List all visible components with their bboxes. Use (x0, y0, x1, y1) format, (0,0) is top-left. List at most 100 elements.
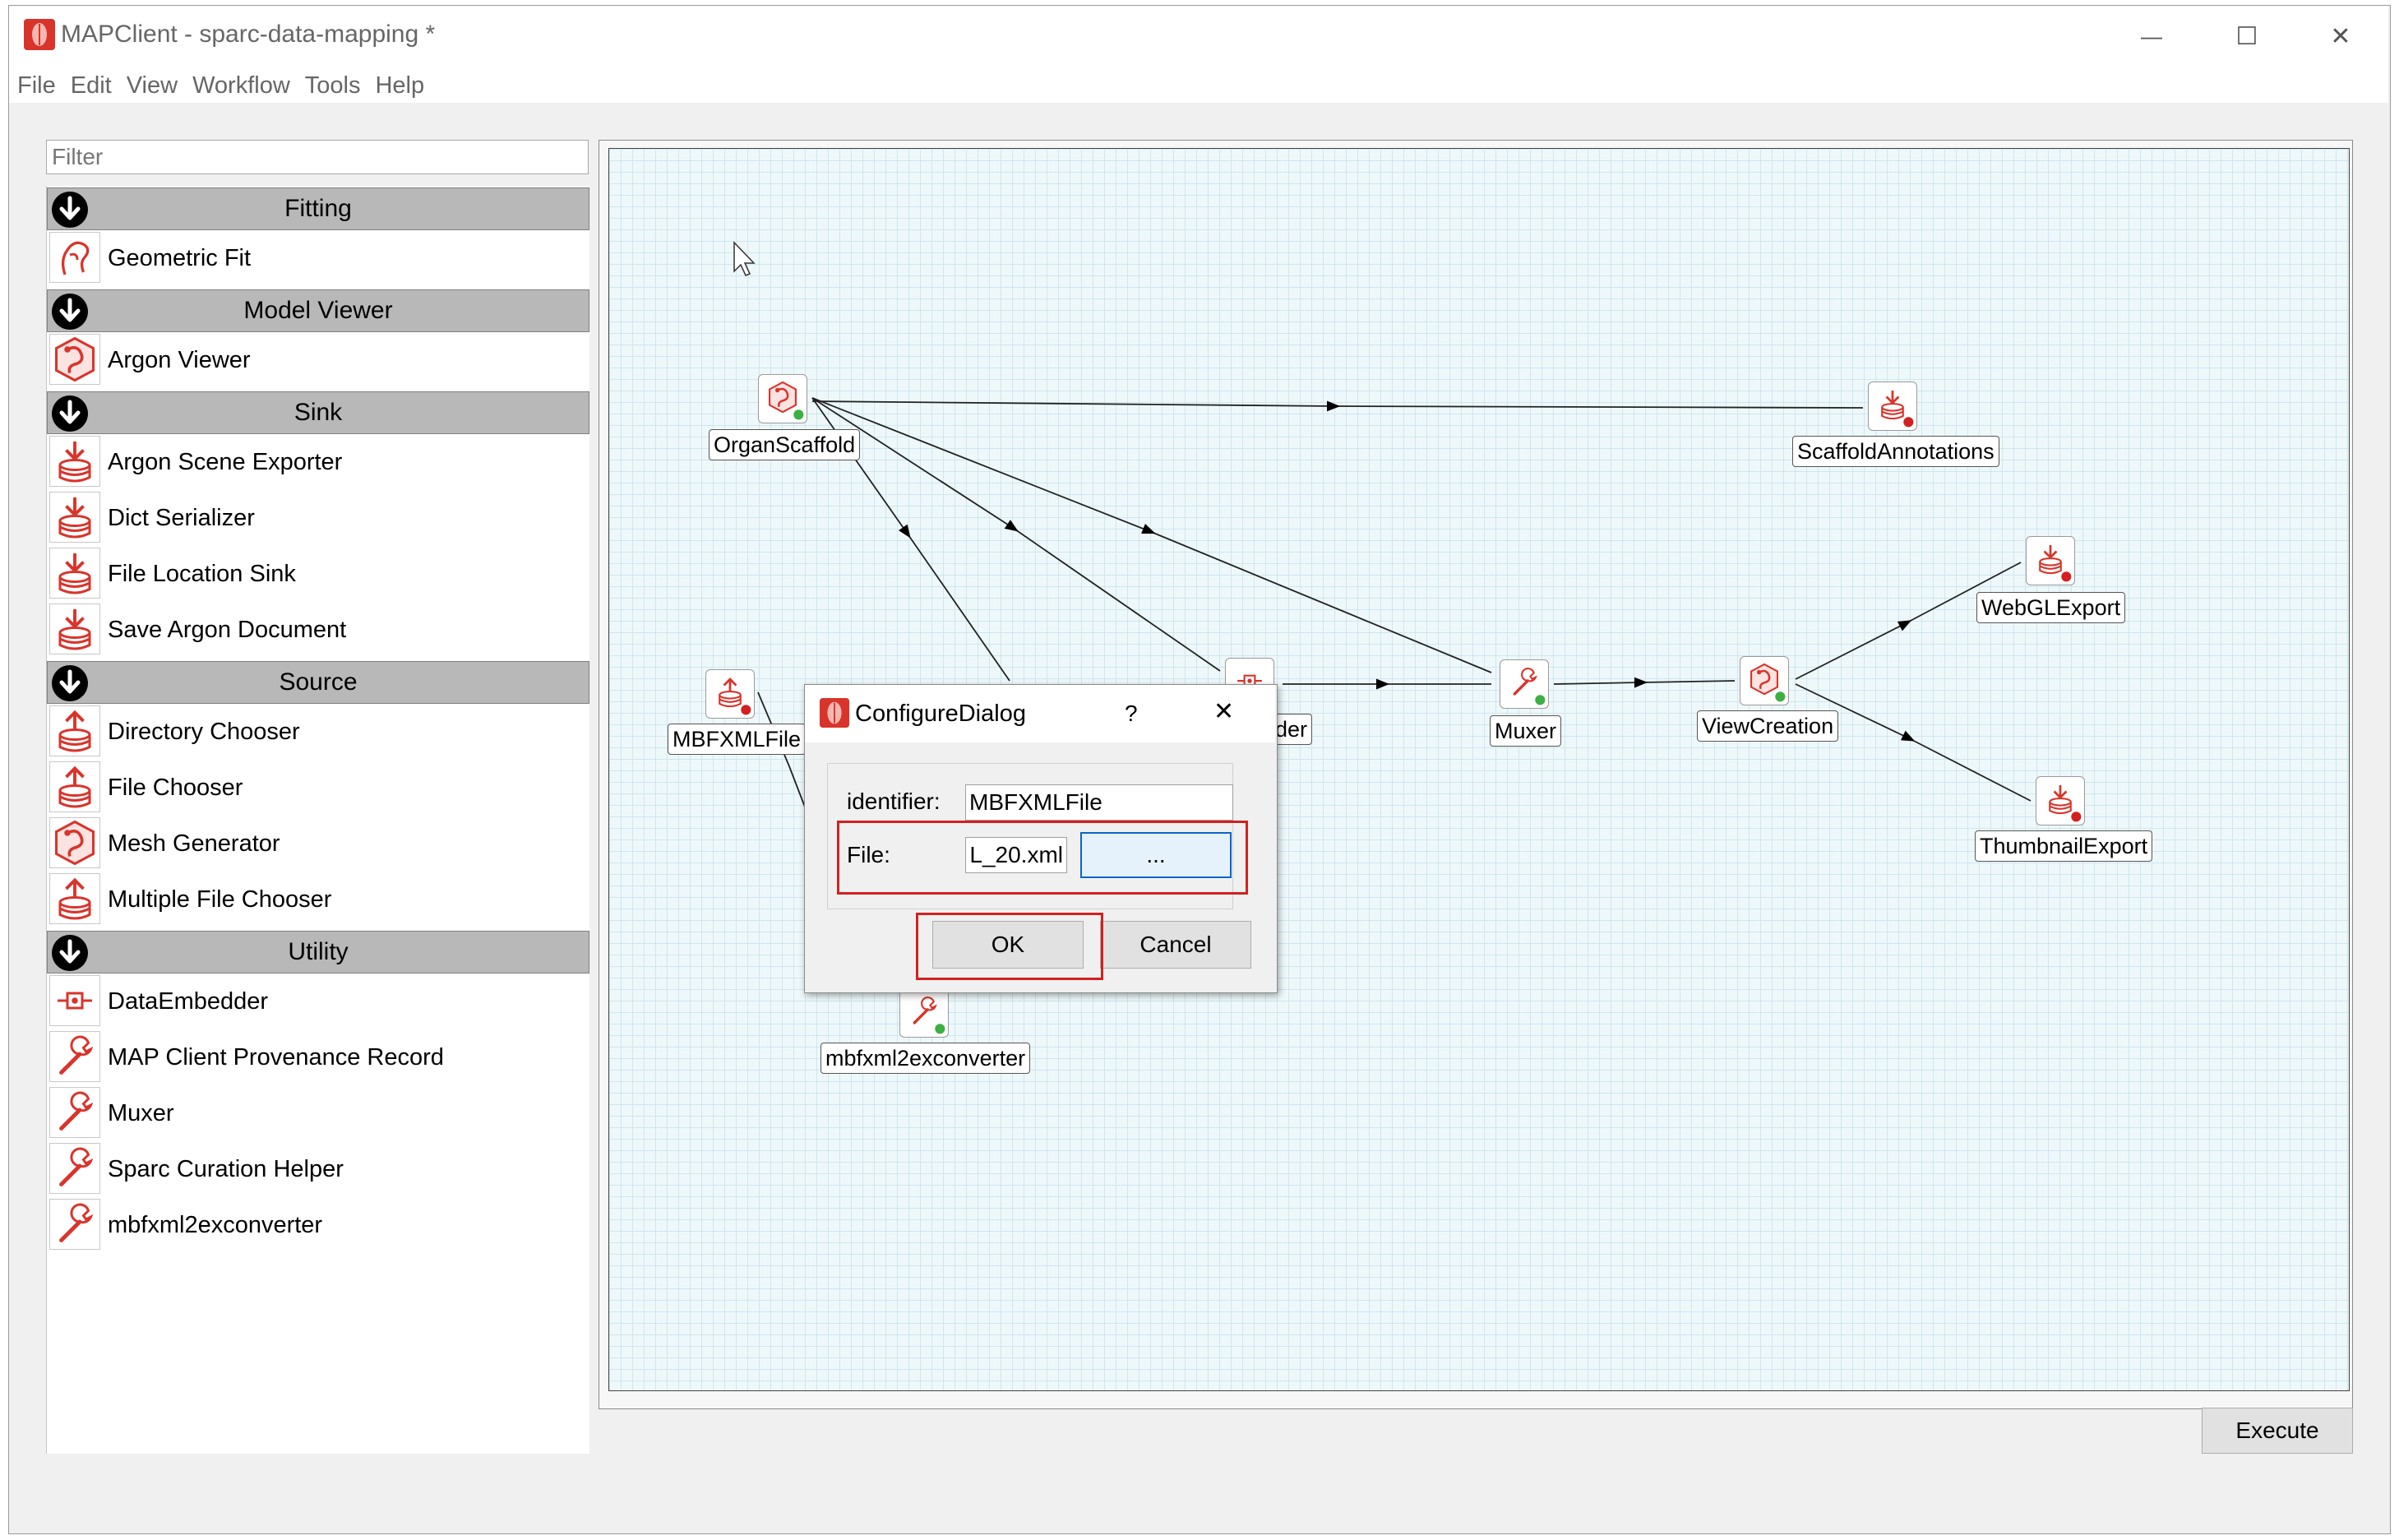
step-item-data-embedder[interactable]: DataEmbedder (47, 973, 589, 1029)
step-item-mesh-generator[interactable]: Mesh Generator (47, 816, 589, 872)
dialog-title-bar (805, 685, 1275, 742)
ok-button-highlight (916, 913, 1103, 980)
node-thumbnail-export[interactable] (2036, 776, 2085, 825)
help-button[interactable]: ? (1125, 701, 1138, 726)
step-item-dict-serializer[interactable]: Dict Serializer (47, 490, 589, 546)
wrench-icon (49, 1143, 100, 1194)
menu-view[interactable]: View (126, 72, 178, 99)
step-item-muxer[interactable]: Muxer (47, 1085, 589, 1141)
minimize-icon: — (2141, 23, 2162, 49)
wrench-icon (49, 1087, 100, 1138)
step-label: File Chooser (108, 775, 243, 801)
export-sink-icon (49, 604, 100, 654)
node-muxer[interactable] (1500, 659, 1549, 709)
step-label: File Location Sink (108, 561, 296, 587)
browse-button[interactable]: ... (1080, 832, 1232, 878)
category-label: Source (279, 668, 358, 696)
category-label: Sink (294, 399, 343, 426)
filter-input[interactable] (46, 140, 589, 174)
maximize-icon: ☐ (2235, 22, 2258, 50)
step-label: Argon Viewer (108, 347, 251, 373)
step-label: Sparc Curation Helper (108, 1156, 344, 1182)
node-mbfxml-file[interactable] (705, 669, 755, 719)
wrench-icon (49, 1199, 100, 1250)
dialog-app-icon (819, 697, 850, 728)
menu-edit[interactable]: Edit (70, 72, 112, 99)
scaffold-icon (49, 817, 100, 868)
step-label: Mesh Generator (108, 830, 280, 857)
node-label: mbfxml2exconverter (820, 1043, 1031, 1074)
upload-source-icon (49, 873, 100, 924)
category-header-source[interactable]: Source (47, 661, 589, 704)
step-label: Dict Serializer (108, 505, 255, 531)
menu-workflow[interactable]: Workflow (192, 72, 290, 99)
step-label: Muxer (108, 1100, 174, 1126)
step-item-file-chooser[interactable]: File Chooser (47, 760, 589, 816)
ok-button[interactable]: OK (932, 921, 1084, 969)
node-view-creation[interactable] (1740, 656, 1789, 705)
minimize-button[interactable]: — (2106, 12, 2197, 61)
category-label: Fitting (284, 195, 352, 222)
node-webgl-export[interactable] (2026, 536, 2075, 585)
step-label: Argon Scene Exporter (108, 449, 343, 475)
node-label: MBFXMLFile (668, 724, 807, 755)
file-row-highlight (837, 821, 1248, 895)
window-title: MAPClient - sparc-data-mapping * (61, 21, 436, 48)
step-palette: Fitting Geometric Fit Model Viewer Argon… (46, 186, 589, 1454)
config-group (827, 763, 1233, 909)
node-label: ThumbnailExport (1975, 830, 2153, 862)
step-item-provenance-record[interactable]: MAP Client Provenance Record (47, 1029, 589, 1085)
export-sink-icon (49, 548, 100, 599)
step-item-file-location-sink[interactable]: File Location Sink (47, 546, 589, 602)
category-label: Utility (288, 938, 349, 965)
scaffold-icon (49, 334, 100, 385)
identifier-label: identifier: (847, 788, 941, 814)
step-item-argon-viewer[interactable]: Argon Viewer (47, 332, 589, 388)
close-window-button[interactable]: ✕ (2295, 12, 2386, 61)
step-label: Directory Chooser (108, 719, 300, 745)
cancel-button[interactable]: Cancel (1100, 921, 1251, 969)
close-icon: ✕ (2330, 22, 2351, 50)
category-header-utility[interactable]: Utility (47, 931, 589, 973)
category-header-sink[interactable]: Sink (47, 391, 589, 434)
category-header-fitting[interactable]: Fitting (47, 187, 589, 230)
upload-source-icon (49, 705, 100, 756)
menu-bar: File Edit View Workflow Tools Help (9, 68, 2388, 103)
identifier-input[interactable] (965, 784, 1233, 821)
step-label: mbfxml2exconverter (108, 1212, 323, 1238)
wrench-icon (49, 1031, 100, 1082)
node-label: OrganScaffold (709, 429, 861, 460)
node-organ-scaffold[interactable] (758, 374, 807, 423)
step-label: DataEmbedder (108, 988, 269, 1015)
step-item-argon-scene-exporter[interactable]: Argon Scene Exporter (47, 434, 589, 490)
title-bar (9, 6, 2388, 68)
menu-tools[interactable]: Tools (304, 72, 361, 99)
node-label: WebGLExport (1976, 592, 2126, 623)
step-label: MAP Client Provenance Record (108, 1044, 444, 1071)
upload-source-icon (49, 761, 100, 812)
execute-button[interactable]: Execute (2202, 1408, 2353, 1454)
step-item-multiple-file-chooser[interactable]: Multiple File Chooser (47, 872, 589, 927)
embedder-icon (49, 975, 100, 1026)
step-item-mbfxml2exconverter[interactable]: mbfxml2exconverter (47, 1197, 589, 1253)
dialog-title: ConfigureDialog (855, 701, 1026, 727)
export-sink-icon (49, 436, 100, 487)
step-item-sparc-curation-helper[interactable]: Sparc Curation Helper (47, 1141, 589, 1197)
step-label: Geometric Fit (108, 245, 252, 271)
menu-file[interactable]: File (17, 72, 56, 99)
step-label: Save Argon Document (108, 617, 347, 643)
dialog-close-button[interactable]: ✕ (1213, 698, 1235, 725)
node-label: ScaffoldAnnotations (1792, 436, 1999, 467)
category-header-model-viewer[interactable]: Model Viewer (47, 289, 589, 332)
app-logo-icon (24, 19, 55, 50)
step-item-geometric-fit[interactable]: Geometric Fit (47, 230, 589, 286)
menu-help[interactable]: Help (375, 72, 425, 99)
maximize-button[interactable]: ☐ (2202, 12, 2292, 61)
file-path-input[interactable] (965, 837, 1067, 873)
geometric-fit-icon (49, 232, 100, 283)
node-scaffold-annotations[interactable] (1868, 382, 1917, 431)
step-item-directory-chooser[interactable]: Directory Chooser (47, 704, 589, 760)
node-mbfxml2exconverter[interactable] (899, 988, 949, 1038)
export-sink-icon (49, 492, 100, 543)
step-item-save-argon-document[interactable]: Save Argon Document (47, 602, 589, 658)
